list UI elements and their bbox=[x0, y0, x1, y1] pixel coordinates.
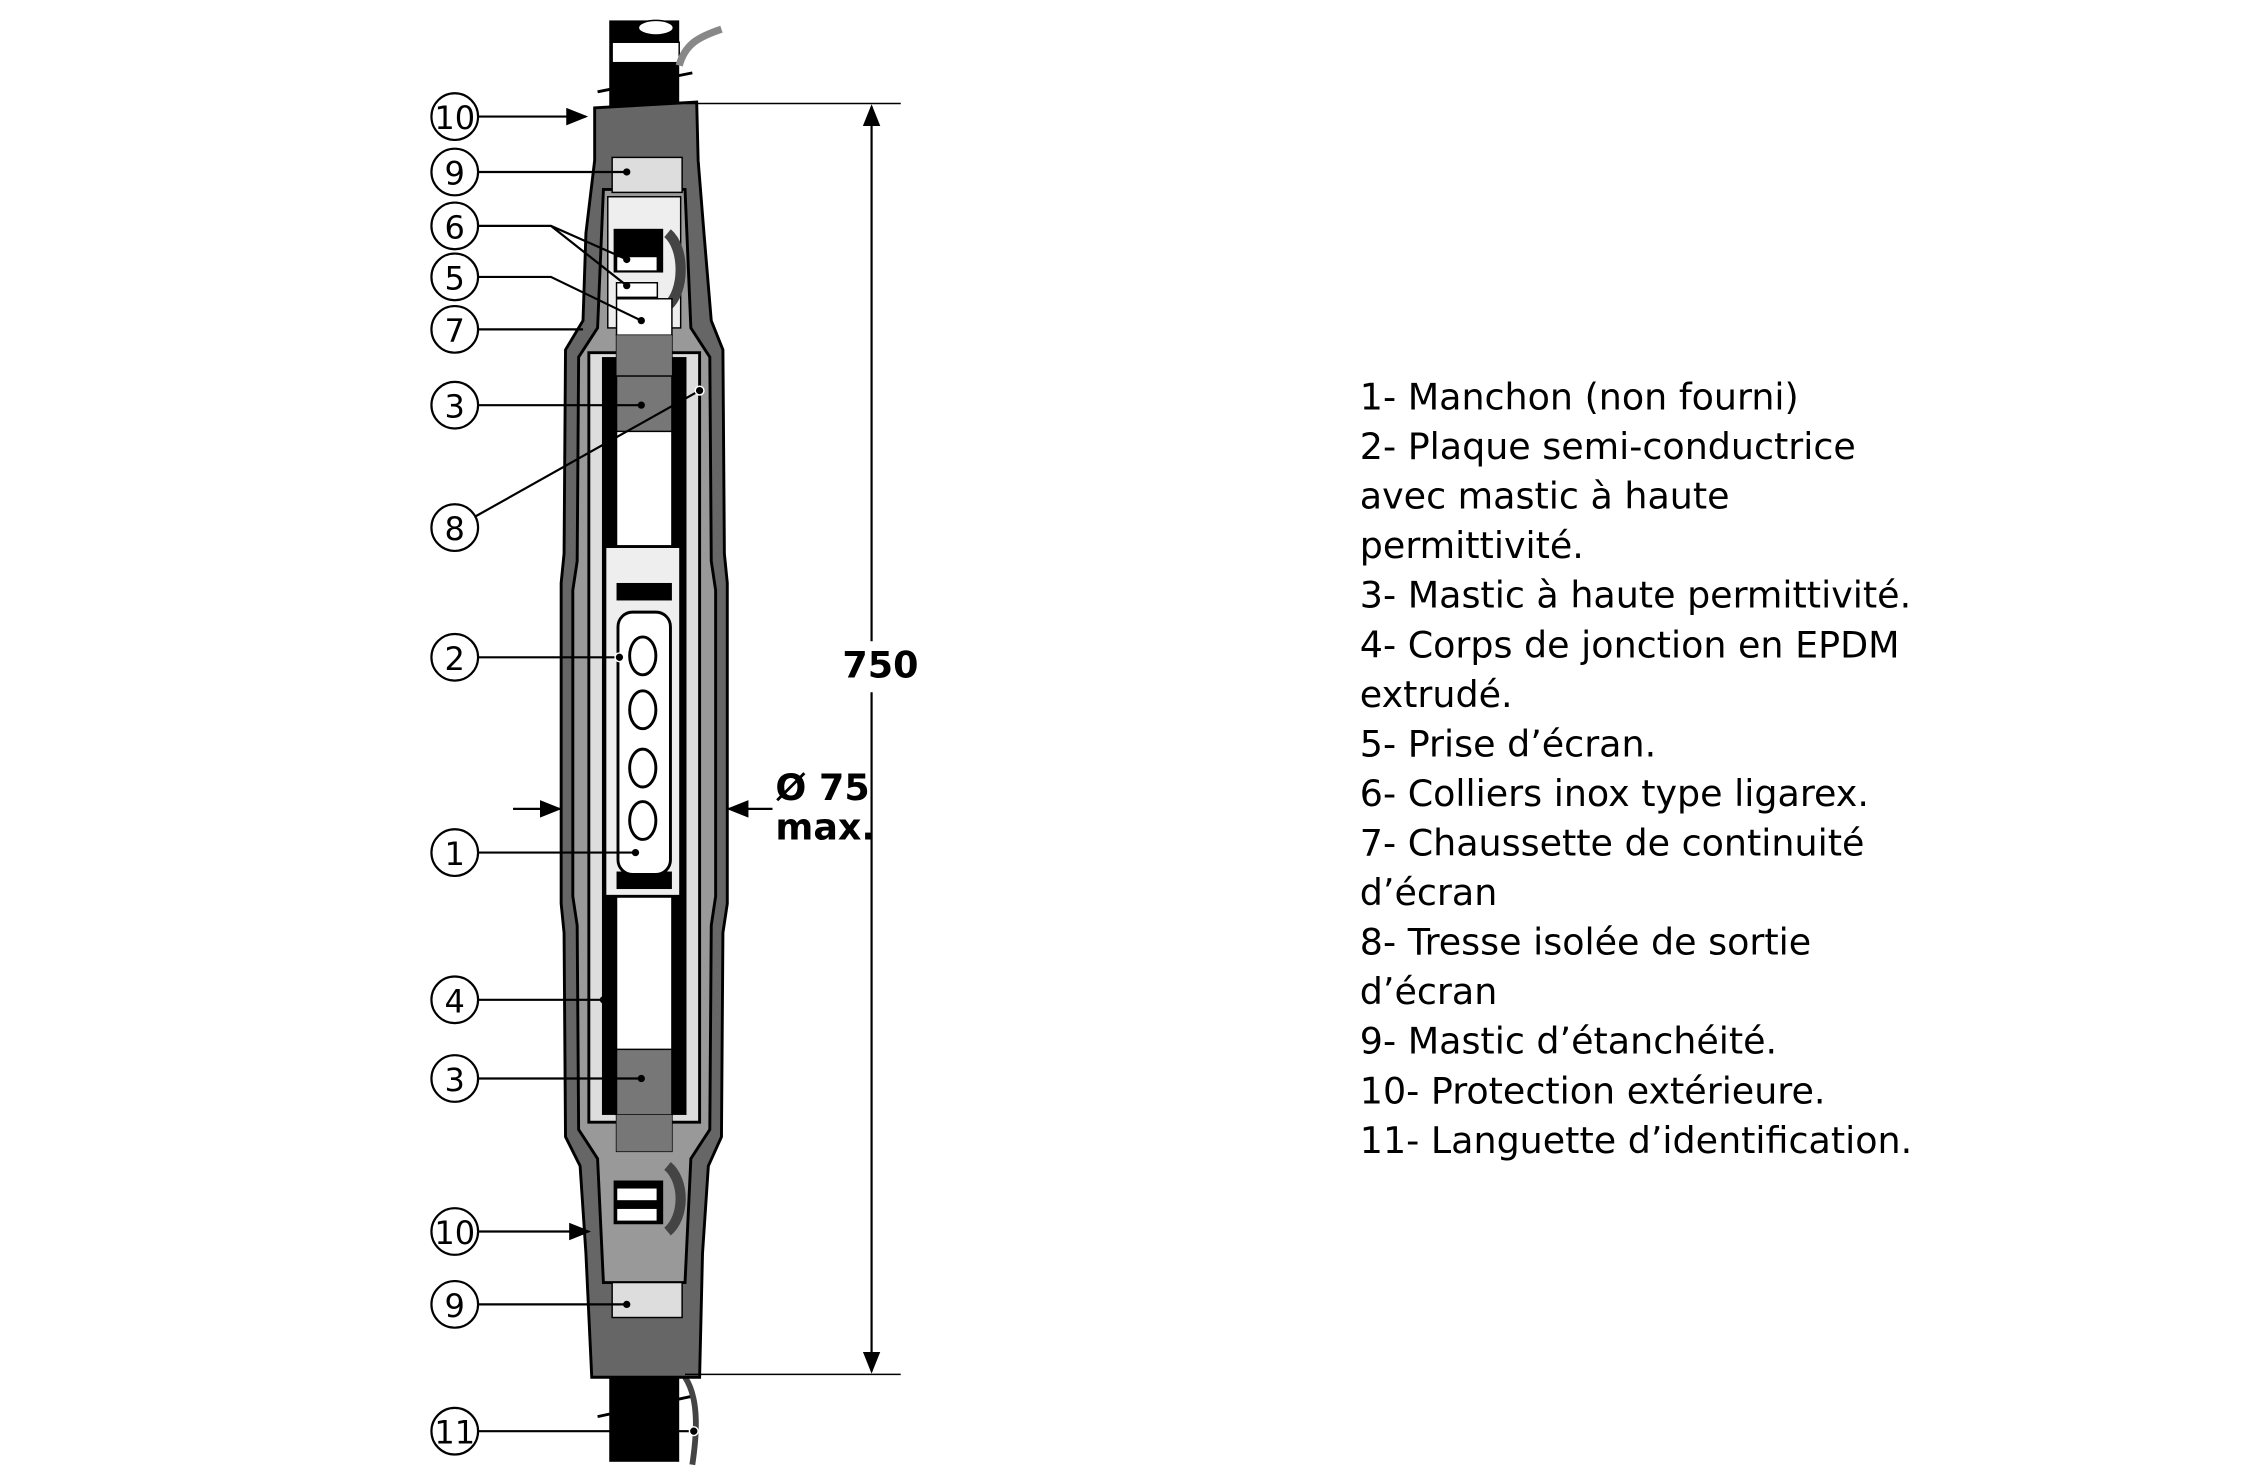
legend-item: d’écran bbox=[1360, 970, 1498, 1013]
callout-1: 1 bbox=[430, 828, 480, 878]
callout-11: 11 bbox=[430, 1406, 480, 1456]
length-label: 750 bbox=[842, 644, 918, 687]
callouts bbox=[473, 107, 701, 1433]
svg-text:5: 5 bbox=[445, 259, 465, 297]
diameter-dimension: Ø 75 max. bbox=[513, 766, 875, 848]
callout-10-bottom: 10 bbox=[430, 1207, 480, 1256]
legend-item: 5- Prise d’écran. bbox=[1360, 722, 1656, 765]
connector bbox=[603, 545, 683, 898]
legend-item: 7- Chaussette de continuité bbox=[1360, 822, 1865, 865]
clamps-bottom bbox=[613, 1162, 686, 1236]
svg-text:8: 8 bbox=[445, 510, 465, 548]
svg-text:7: 7 bbox=[445, 312, 465, 350]
legend-item: 8- Tresse isolée de sortie bbox=[1360, 921, 1811, 964]
legend: 1- Manchon (non fourni) 2- Plaque semi-c… bbox=[1360, 376, 1912, 1162]
svg-text:6: 6 bbox=[445, 208, 465, 246]
cable-bottom bbox=[597, 1362, 699, 1466]
diameter-max-label: max. bbox=[775, 805, 875, 848]
screen-tap bbox=[615, 298, 673, 336]
legend-item: 9- Mastic d’étanchéité. bbox=[1360, 1020, 1777, 1063]
legend-item: 1- Manchon (non fourni) bbox=[1360, 376, 1799, 419]
svg-text:9: 9 bbox=[445, 1287, 465, 1325]
legend-item: extrudé. bbox=[1360, 673, 1513, 716]
legend-item: permittivité. bbox=[1360, 524, 1584, 567]
svg-text:9: 9 bbox=[445, 154, 465, 192]
legend-item: 6- Colliers inox type ligarex. bbox=[1360, 772, 1869, 815]
legend-item: 3- Mastic à haute permittivité. bbox=[1360, 574, 1911, 617]
callout-9-bottom: 9 bbox=[430, 1279, 480, 1329]
svg-text:2: 2 bbox=[445, 640, 465, 678]
legend-item: avec mastic à haute bbox=[1360, 475, 1730, 518]
legend-item: 11- Languette d’identification. bbox=[1360, 1119, 1912, 1162]
sealing-mastic-bottom bbox=[611, 1281, 683, 1319]
svg-text:3: 3 bbox=[445, 1061, 465, 1099]
clamps-top bbox=[613, 228, 686, 310]
callout-3-bottom: 3 bbox=[430, 1054, 480, 1103]
callout-6: 6 bbox=[430, 201, 480, 251]
callout-3-top: 3 bbox=[430, 380, 480, 430]
svg-text:10: 10 bbox=[434, 99, 475, 137]
cable-top bbox=[597, 19, 723, 108]
legend-item: 4- Corps de jonction en EPDM bbox=[1360, 623, 1900, 666]
callout-8: 8 bbox=[430, 503, 480, 552]
callout-4: 4 bbox=[430, 975, 480, 1025]
legend-item: 10- Protection extérieure. bbox=[1360, 1069, 1826, 1112]
callout-5: 5 bbox=[430, 252, 480, 302]
svg-text:3: 3 bbox=[445, 388, 465, 426]
callout-7: 7 bbox=[430, 304, 480, 354]
callout-10-top: 10 bbox=[430, 92, 480, 142]
callout-9-top: 9 bbox=[430, 147, 480, 197]
permittivity-mastic-bottom bbox=[615, 1048, 673, 1116]
sealing-mastic-top bbox=[611, 156, 683, 194]
svg-text:1: 1 bbox=[445, 835, 465, 873]
svg-text:4: 4 bbox=[445, 982, 465, 1020]
svg-text:11: 11 bbox=[434, 1414, 475, 1452]
legend-item: 2- Plaque semi-conductrice bbox=[1360, 425, 1856, 468]
legend-item: d’écran bbox=[1360, 871, 1498, 914]
callout-2: 2 bbox=[430, 632, 480, 682]
diameter-label: Ø 75 bbox=[775, 766, 869, 809]
length-dimension: 750 bbox=[685, 102, 918, 1376]
svg-text:10: 10 bbox=[434, 1214, 475, 1252]
